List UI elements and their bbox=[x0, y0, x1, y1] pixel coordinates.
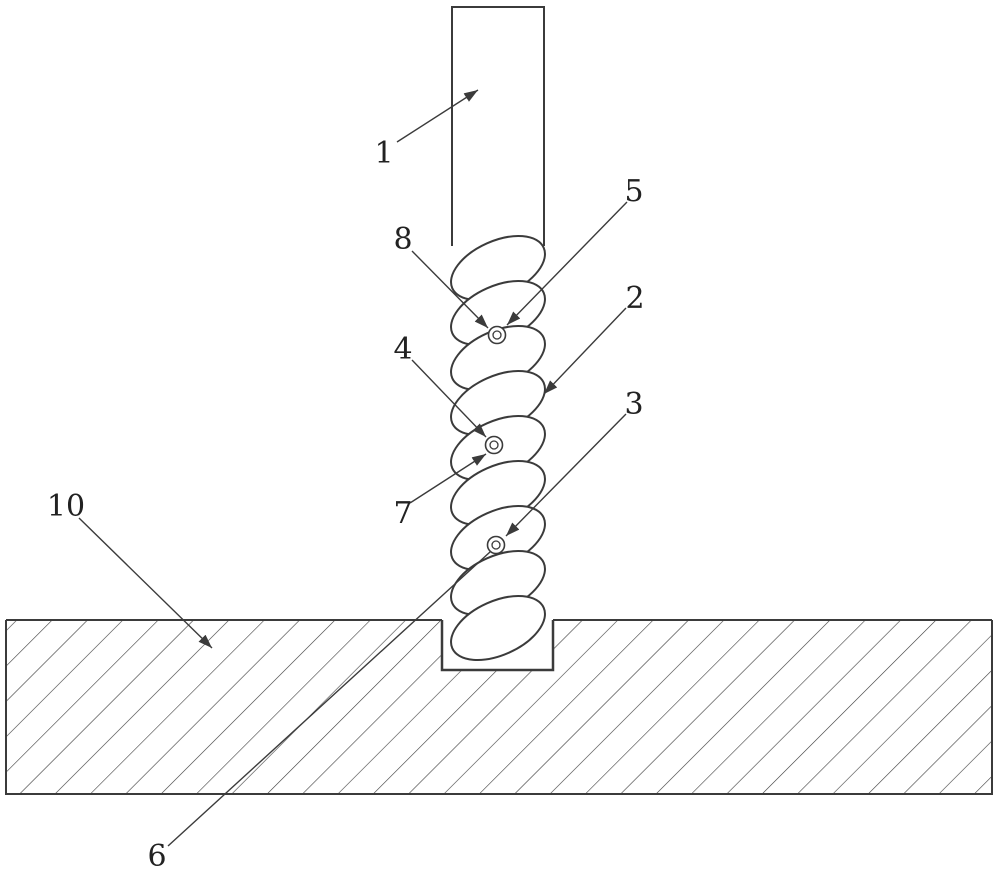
detail-circle-bottom bbox=[486, 535, 506, 555]
leader-line-4 bbox=[411, 359, 487, 438]
leader-line-3 bbox=[505, 413, 627, 537]
workpiece-border bbox=[5, 620, 993, 795]
ref-label-3: 3 bbox=[624, 387, 643, 422]
ref-label-8: 8 bbox=[393, 222, 412, 257]
leader-line-2 bbox=[543, 307, 627, 395]
leader-line-10 bbox=[78, 517, 213, 649]
ref-label-2: 2 bbox=[625, 281, 644, 316]
ref-label-5: 5 bbox=[624, 174, 643, 209]
leader-line-7 bbox=[409, 453, 487, 504]
drill-shank bbox=[451, 6, 545, 246]
reference-labels: 1 5 8 2 4 3 7 10 6 bbox=[47, 136, 645, 874]
drill-hole bbox=[440, 620, 555, 672]
leader-line-1 bbox=[396, 89, 479, 143]
ref-label-6: 6 bbox=[147, 839, 166, 874]
leader-lines bbox=[78, 89, 628, 847]
ref-label-4: 4 bbox=[393, 332, 412, 367]
ref-label-1: 1 bbox=[374, 136, 393, 171]
leader-line-5 bbox=[506, 201, 628, 326]
detail-circle-top bbox=[487, 325, 507, 345]
ref-label-10: 10 bbox=[47, 489, 85, 524]
leader-line-6 bbox=[167, 551, 491, 847]
detail-circle-middle bbox=[484, 435, 504, 455]
leader-line-8 bbox=[411, 250, 489, 329]
drill-flutes bbox=[450, 235, 546, 661]
ref-label-7: 7 bbox=[393, 496, 412, 531]
